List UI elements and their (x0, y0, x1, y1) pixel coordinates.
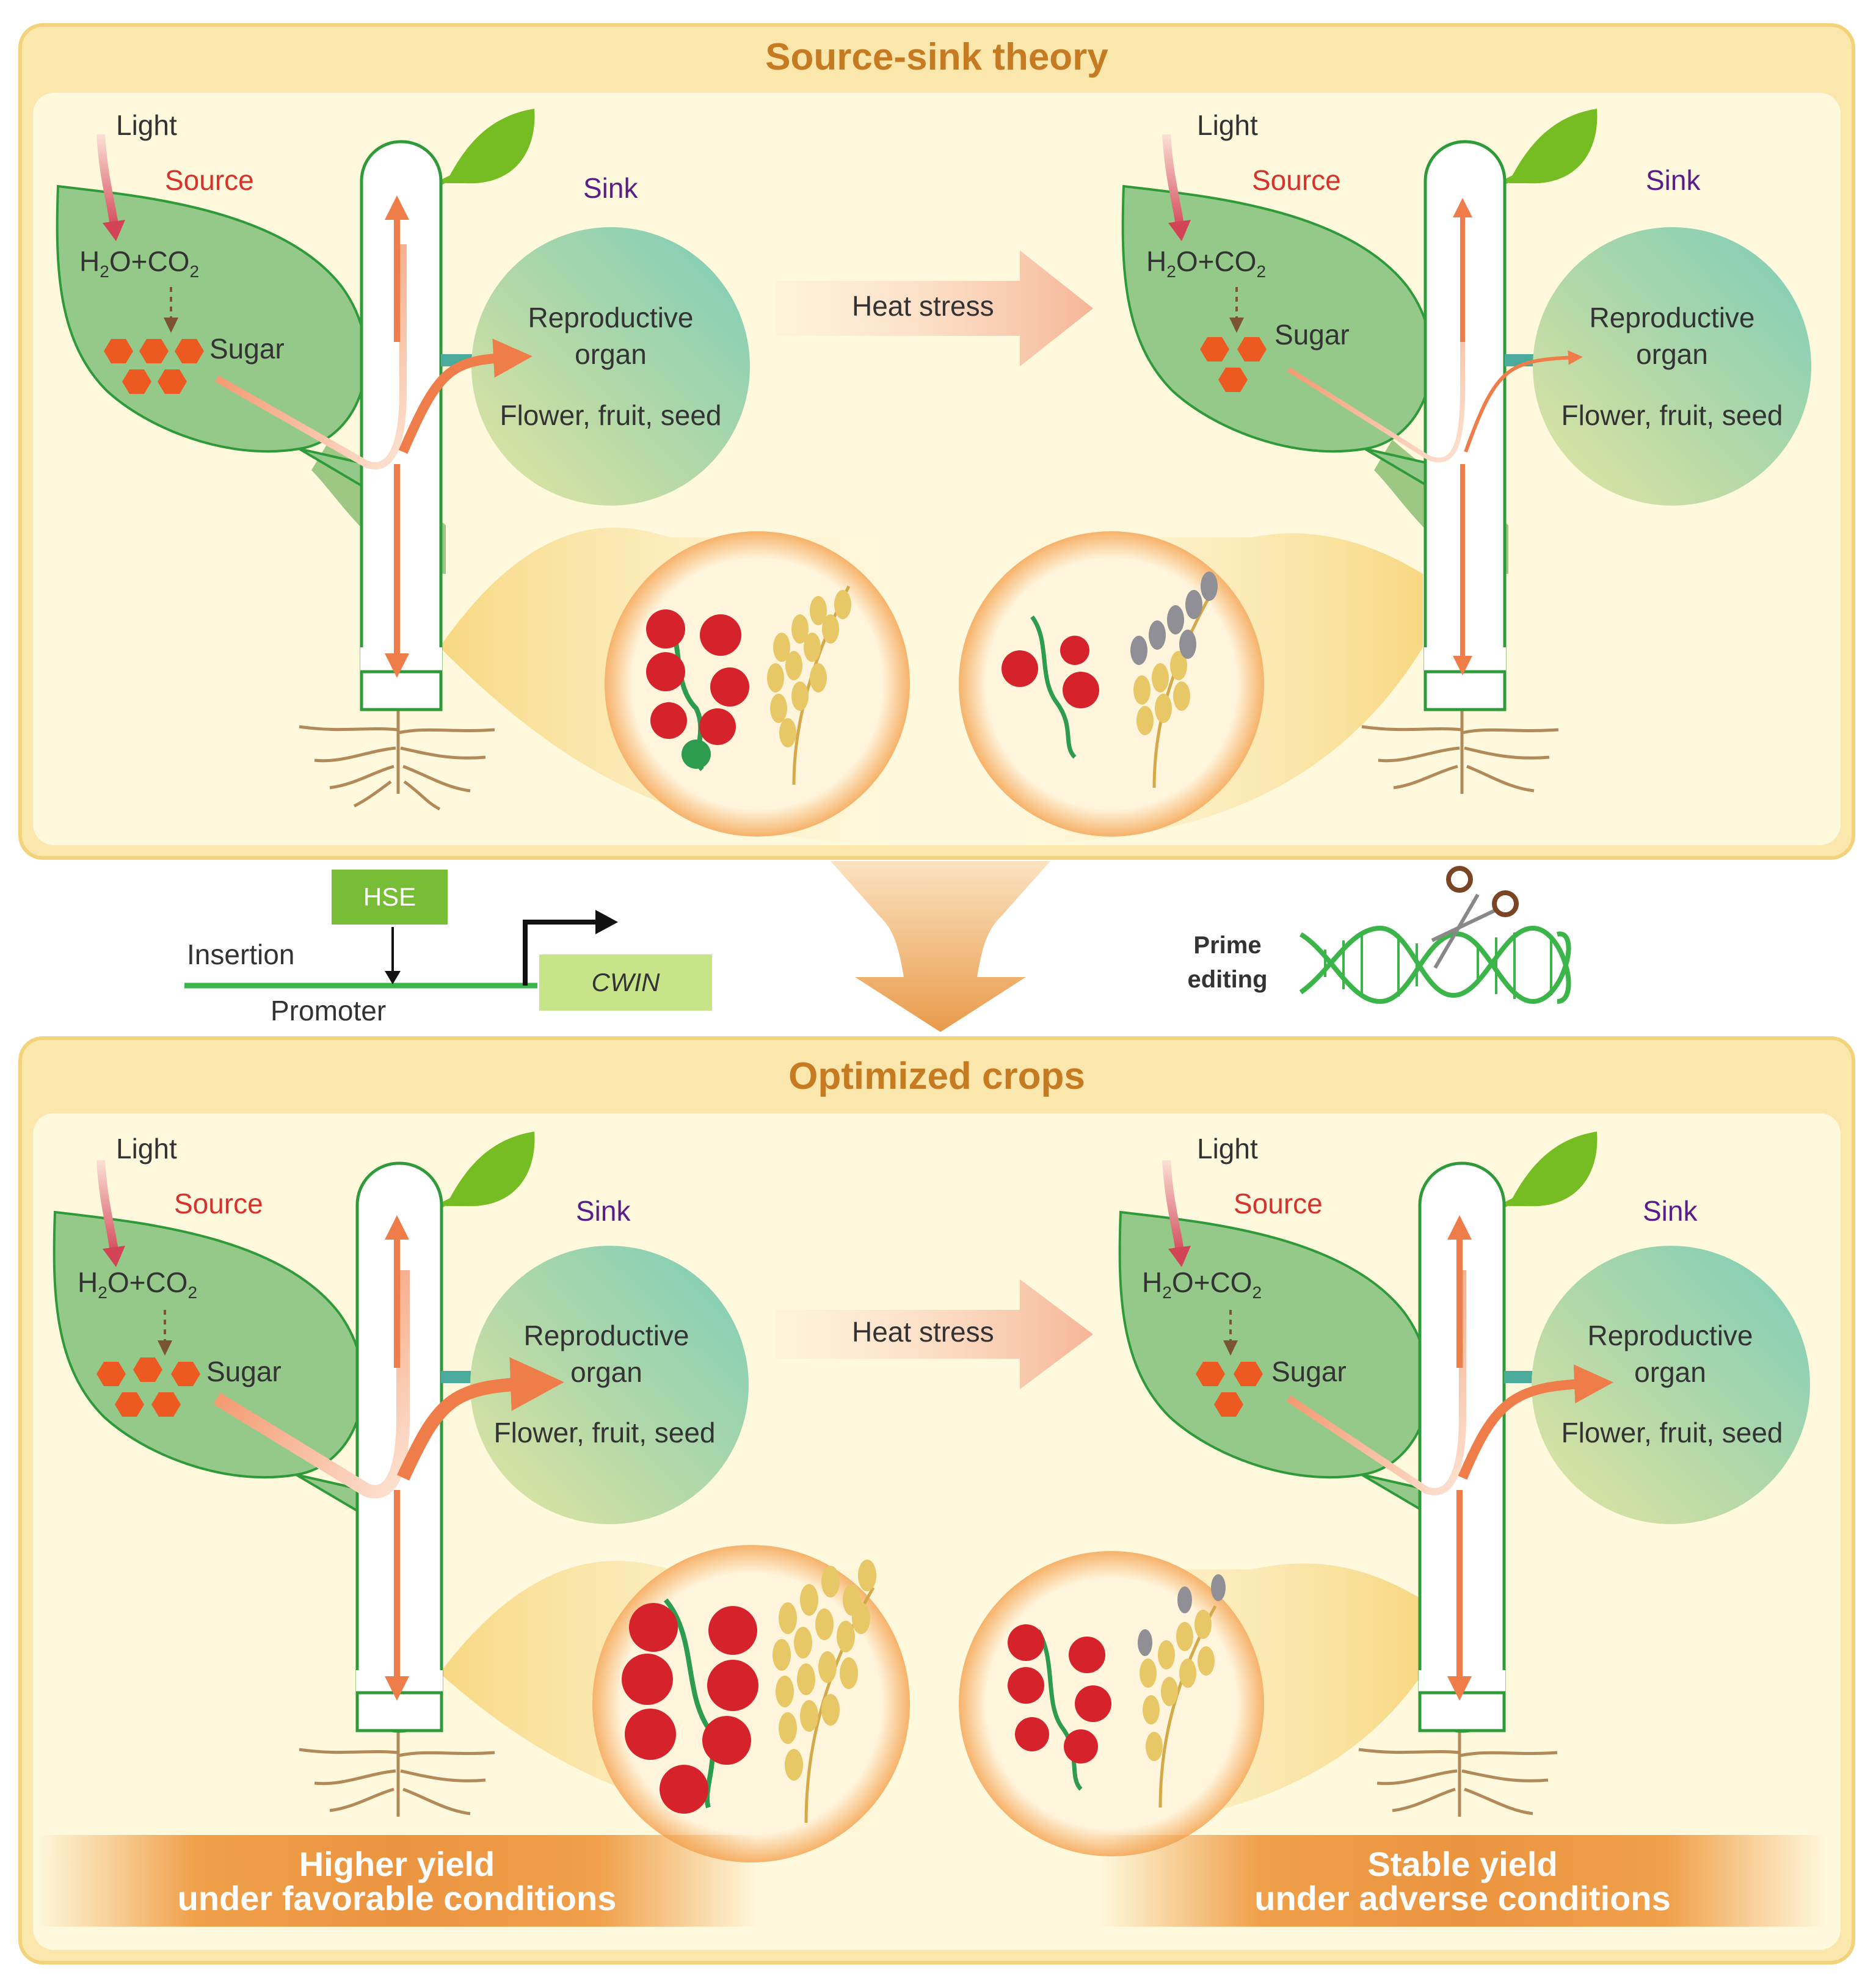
sugar-label: Sugar (209, 333, 285, 365)
stable-yield-banner: Stable yield under adverse conditions (1099, 1835, 1826, 1927)
reaction-sub: 2 (1252, 1283, 1262, 1303)
sugar-hexagons (104, 339, 204, 394)
reaction-sub: 2 (187, 1283, 198, 1303)
reaction-sub: 2 (1166, 262, 1176, 282)
organ-examples: Flower, fruit, seed (500, 399, 722, 431)
organ-line1: Reproductive (523, 1320, 689, 1351)
sink-organ (470, 1246, 749, 1524)
heat-stress-label: Heat stress (852, 1316, 994, 1348)
root (1361, 708, 1559, 794)
reaction-oco: O+CO (109, 245, 190, 277)
reaction-formula: H2O+CO2 (1142, 1268, 1262, 1301)
prime-line1: Prime (1193, 932, 1262, 959)
down-arrow (831, 861, 1050, 1032)
scissors-icon (1431, 866, 1519, 969)
crop-circle-stressed (959, 531, 1264, 837)
sink-label: Sink (1643, 1195, 1698, 1227)
root (299, 1731, 495, 1817)
stable-yield-line2: under adverse conditions (1254, 1879, 1671, 1917)
organ-line2: organ (1636, 338, 1708, 370)
source-label: Source (1252, 164, 1341, 196)
organ-label: Reproductive organ (1550, 299, 1794, 372)
cwin-box: CWIN (539, 954, 712, 1011)
source-label: Source (165, 164, 254, 196)
bottom-panel-title: Optimized crops (788, 1055, 1085, 1097)
root (1358, 1731, 1558, 1817)
reaction-h: H (79, 245, 100, 277)
organ-examples: Flower, fruit, seed (1561, 399, 1783, 431)
organ-line1: Reproductive (528, 302, 694, 333)
heat-stress-arrow (776, 1279, 1093, 1389)
higher-yield-line2: under favorable conditions (177, 1879, 617, 1917)
sugar-hexagons (1200, 337, 1267, 392)
heat-stress-label: Heat stress (852, 290, 994, 322)
promoter-label: Promoter (271, 995, 387, 1027)
insertion-label: Insertion (187, 939, 295, 970)
higher-yield-banner: Higher yield under favorable conditions (37, 1835, 757, 1927)
reaction-sub: 2 (1162, 1283, 1172, 1303)
crop-circle-stable-yield (959, 1551, 1264, 1856)
reaction-formula: H2O+CO2 (78, 1268, 197, 1301)
heat-stress-arrow (776, 250, 1093, 366)
source-label: Source (1234, 1188, 1323, 1219)
hse-box: HSE (332, 870, 448, 925)
light-label: Light (1197, 109, 1258, 141)
source-label: Source (174, 1188, 263, 1219)
light-label: Light (116, 109, 177, 141)
reaction-h: H (78, 1266, 98, 1298)
sink-organ (471, 227, 750, 506)
organ-examples: Flower, fruit, seed (1561, 1417, 1783, 1448)
reaction-formula: H2O+CO2 (1146, 247, 1266, 280)
sink-label: Sink (576, 1195, 631, 1227)
light-label: Light (116, 1133, 177, 1165)
reaction-sub: 2 (1256, 262, 1267, 282)
reaction-oco: O+CO (1176, 245, 1257, 277)
organ-label: Reproductive organ (1548, 1317, 1792, 1390)
sink-label: Sink (1646, 164, 1701, 196)
organ-line2: organ (1634, 1356, 1706, 1388)
reaction-h: H (1146, 245, 1167, 277)
sugar-label: Sugar (206, 1356, 282, 1387)
crop-circle-normal (605, 531, 910, 837)
organ-line2: organ (575, 338, 647, 370)
prime-editing-label: Prime editing (1179, 928, 1276, 997)
organ-line2: organ (570, 1356, 642, 1388)
reaction-h: H (1142, 1266, 1163, 1298)
organ-examples: Flower, fruit, seed (493, 1417, 716, 1448)
stable-yield-line1: Stable yield (1367, 1845, 1558, 1883)
reaction-oco: O+CO (107, 1266, 188, 1298)
reaction-formula: H2O+CO2 (79, 247, 199, 280)
sink-organ (1533, 227, 1811, 506)
sink-label: Sink (583, 172, 638, 204)
reaction-sub: 2 (100, 262, 109, 282)
sugar-label: Sugar (1271, 1356, 1347, 1387)
reaction-oco: O+CO (1171, 1266, 1252, 1298)
light-label: Light (1197, 1133, 1258, 1165)
sugar-label: Sugar (1274, 319, 1350, 351)
crop-circle-high-yield (592, 1545, 910, 1862)
reaction-sub: 2 (98, 1283, 107, 1303)
top-panel-title: Source-sink theory (765, 36, 1108, 78)
organ-label: Reproductive organ (484, 1317, 729, 1390)
reaction-sub: 2 (189, 262, 200, 282)
organ-line1: Reproductive (1589, 302, 1755, 333)
prime-line2: editing (1187, 966, 1268, 993)
sink-organ (1532, 1246, 1810, 1524)
sugar-hexagons (96, 1357, 200, 1417)
organ-line1: Reproductive (1587, 1320, 1753, 1351)
higher-yield-line1: Higher yield (299, 1845, 495, 1883)
tss-arrow (523, 920, 605, 986)
root (299, 708, 495, 811)
organ-label: Reproductive organ (489, 299, 733, 372)
sugar-hexagons (1196, 1362, 1263, 1417)
